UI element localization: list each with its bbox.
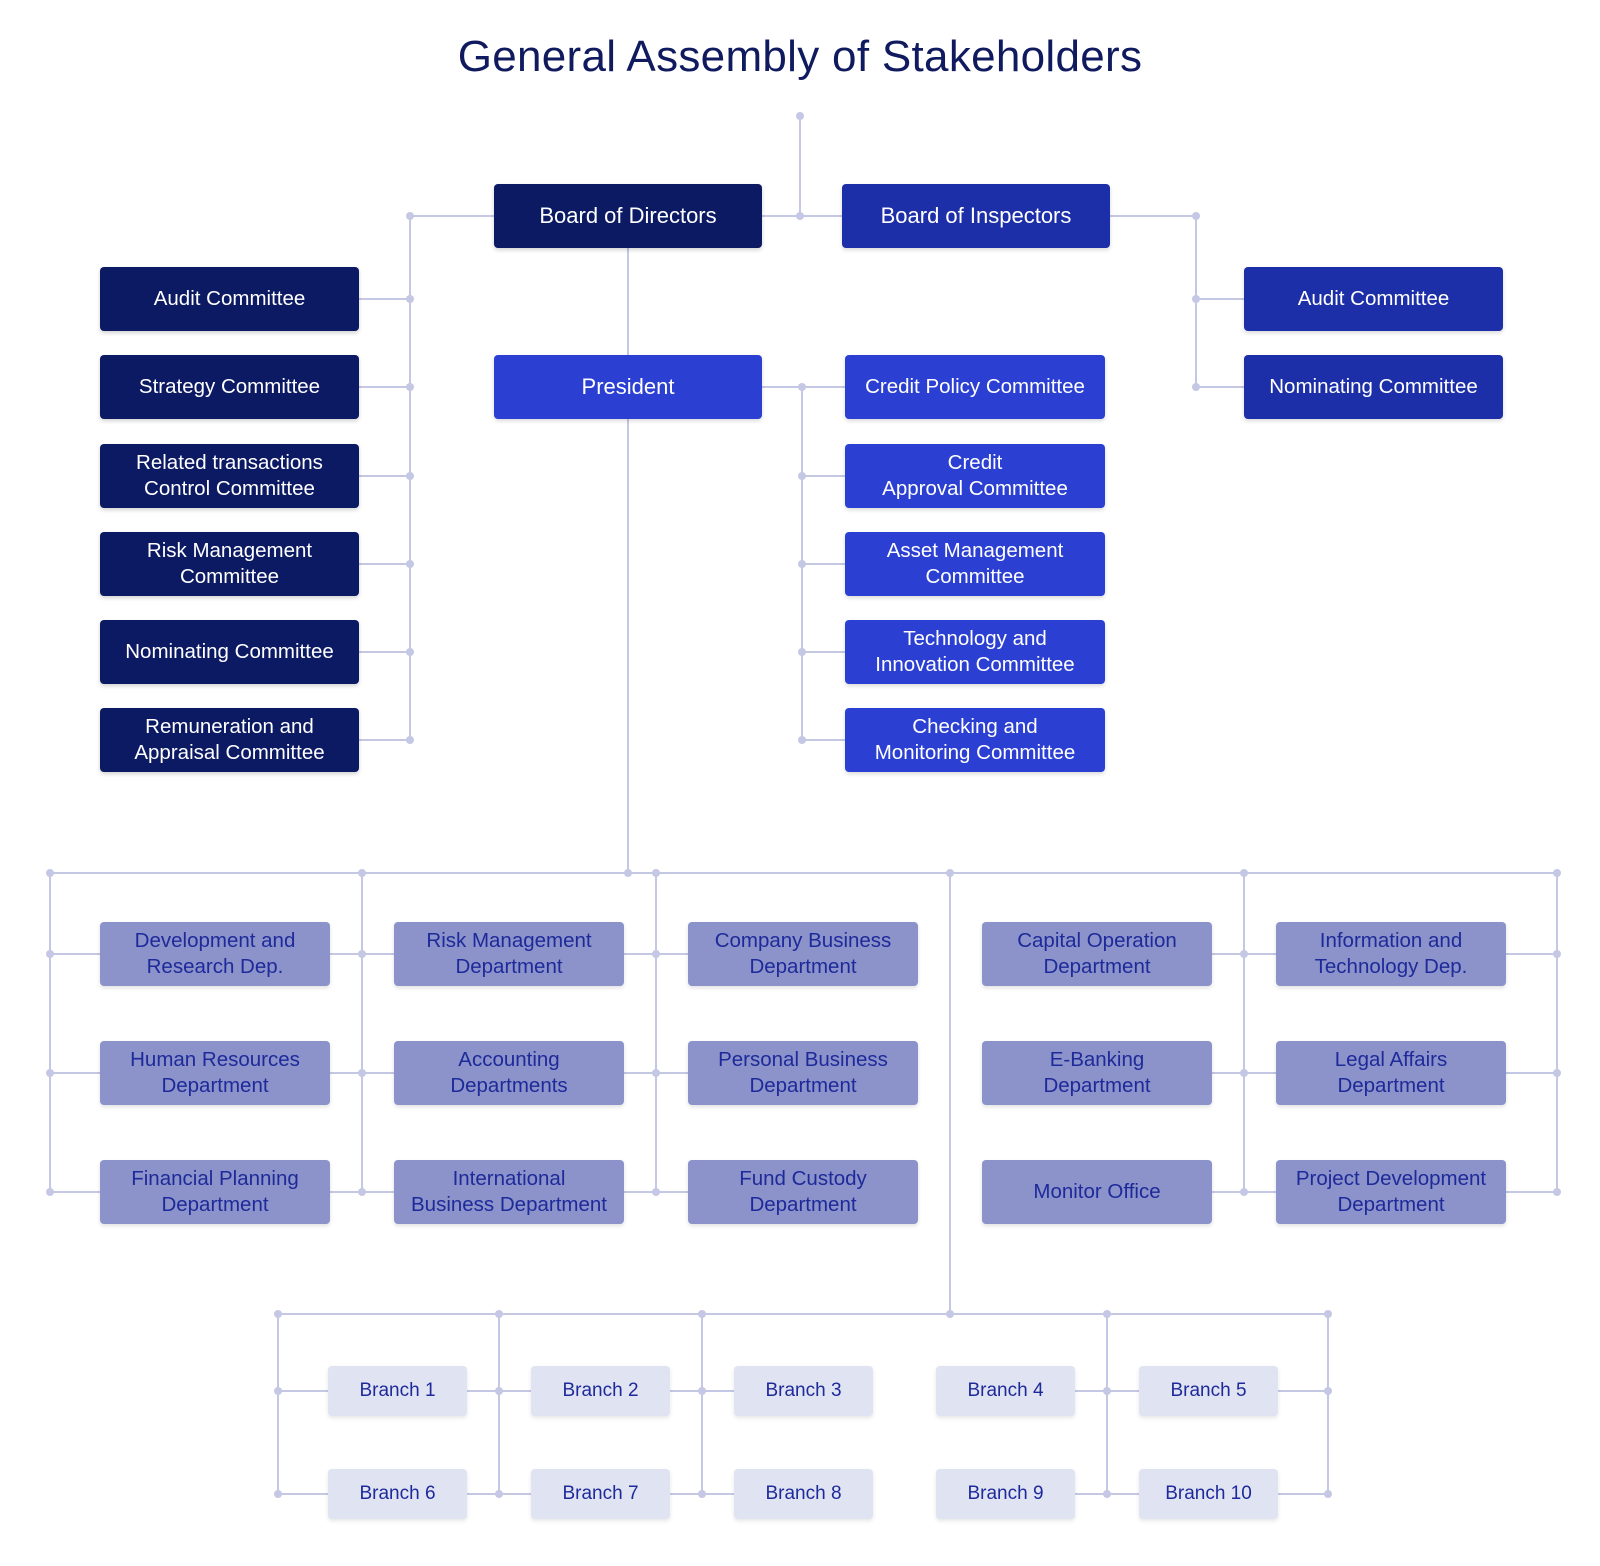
branch-10[interactable]: Branch 10	[1139, 1469, 1278, 1519]
dept-information-technology[interactable]: Information and Technology Dep.	[1276, 922, 1506, 986]
bod-strategy-committee[interactable]: Strategy Committee	[100, 355, 359, 419]
junction-dot	[46, 950, 54, 958]
dept-international-business[interactable]: International Business Department	[394, 1160, 624, 1224]
dept-financial-planning[interactable]: Financial Planning Department	[100, 1160, 330, 1224]
branch-8[interactable]: Branch 8	[734, 1469, 873, 1519]
bod-related-transactions-committee[interactable]: Related transactions Control Committee	[100, 444, 359, 508]
boi-nominating-committee[interactable]: Nominating Committee	[1244, 355, 1503, 419]
dept-legal-affairs[interactable]: Legal Affairs Department	[1276, 1041, 1506, 1105]
junction-dot	[1240, 1069, 1248, 1077]
junction-dot	[495, 1387, 503, 1395]
branch-5[interactable]: Branch 5	[1139, 1366, 1278, 1416]
junction-dot	[798, 736, 806, 744]
board-of-inspectors-box[interactable]: Board of Inspectors	[842, 184, 1110, 248]
dept-company-business[interactable]: Company Business Department	[688, 922, 918, 986]
junction-dot	[1192, 295, 1200, 303]
board-of-directors-box[interactable]: Board of Directors	[494, 184, 762, 248]
junction-dot	[358, 1069, 366, 1077]
dept-human-resources[interactable]: Human Resources Department	[100, 1041, 330, 1105]
junction-dot	[1324, 1490, 1332, 1498]
junction-dot	[1324, 1387, 1332, 1395]
bod-risk-management-committee[interactable]: Risk Management Committee	[100, 532, 359, 596]
bod-nominating-committee[interactable]: Nominating Committee	[100, 620, 359, 684]
junction-dot	[358, 950, 366, 958]
junction-dot	[798, 648, 806, 656]
dept-risk-management[interactable]: Risk Management Department	[394, 922, 624, 986]
bod-audit-committee[interactable]: Audit Committee	[100, 267, 359, 331]
bod-remuneration-committee[interactable]: Remuneration and Appraisal Committee	[100, 708, 359, 772]
junction-dot	[1103, 1490, 1111, 1498]
dept-e-banking[interactable]: E-Banking Department	[982, 1041, 1212, 1105]
page-title: General Assembly of Stakeholders	[457, 32, 1143, 81]
branch-2[interactable]: Branch 2	[531, 1366, 670, 1416]
checking-monitoring-committee[interactable]: Checking and Monitoring Committee	[845, 708, 1105, 772]
president-box[interactable]: President	[494, 355, 762, 419]
junction-dot	[1192, 383, 1200, 391]
dept-development-research[interactable]: Development and Research Dep.	[100, 922, 330, 986]
junction-dot	[406, 736, 414, 744]
junction-dot	[1553, 950, 1561, 958]
dept-project-development[interactable]: Project Development Department	[1276, 1160, 1506, 1224]
boi-audit-committee[interactable]: Audit Committee	[1244, 267, 1503, 331]
junction-dot	[495, 1490, 503, 1498]
junction-dot	[406, 648, 414, 656]
branch-9[interactable]: Branch 9	[936, 1469, 1075, 1519]
dept-fund-custody[interactable]: Fund Custody Department	[688, 1160, 918, 1224]
junction-dot	[1240, 950, 1248, 958]
junction-dot	[698, 1490, 706, 1498]
asset-management-committee[interactable]: Asset Management Committee	[845, 532, 1105, 596]
junction-dot	[1103, 1387, 1111, 1395]
junction-dot	[358, 1188, 366, 1196]
junction-dot	[46, 1188, 54, 1196]
junction-dot	[1553, 1069, 1561, 1077]
junction-dot	[796, 212, 804, 220]
junction-dot	[652, 950, 660, 958]
junction-dot	[46, 1069, 54, 1077]
branch-6[interactable]: Branch 6	[328, 1469, 467, 1519]
branch-7[interactable]: Branch 7	[531, 1469, 670, 1519]
credit-approval-committee[interactable]: Credit Approval Committee	[845, 444, 1105, 508]
junction-dot	[652, 1069, 660, 1077]
junction-dot	[406, 472, 414, 480]
credit-policy-committee[interactable]: Credit Policy Committee	[845, 355, 1105, 419]
technology-innovation-committee[interactable]: Technology and Innovation Committee	[845, 620, 1105, 684]
junction-dot	[274, 1387, 282, 1395]
junction-dot	[798, 560, 806, 568]
dept-monitor-office[interactable]: Monitor Office	[982, 1160, 1212, 1224]
branch-1[interactable]: Branch 1	[328, 1366, 467, 1416]
junction-dot	[1240, 1188, 1248, 1196]
junction-dot	[798, 472, 806, 480]
dept-personal-business[interactable]: Personal Business Department	[688, 1041, 918, 1105]
junction-dot	[406, 295, 414, 303]
dept-capital-operation[interactable]: Capital Operation Department	[982, 922, 1212, 986]
junction-dot	[406, 383, 414, 391]
junction-dot	[406, 560, 414, 568]
branch-4[interactable]: Branch 4	[936, 1366, 1075, 1416]
junction-dot	[796, 112, 804, 120]
junction-dot	[1553, 1188, 1561, 1196]
branch-3[interactable]: Branch 3	[734, 1366, 873, 1416]
junction-dot	[274, 1490, 282, 1498]
junction-dot	[798, 383, 806, 391]
junction-dot	[652, 1188, 660, 1196]
dept-accounting[interactable]: Accounting Departments	[394, 1041, 624, 1105]
junction-dot	[698, 1387, 706, 1395]
